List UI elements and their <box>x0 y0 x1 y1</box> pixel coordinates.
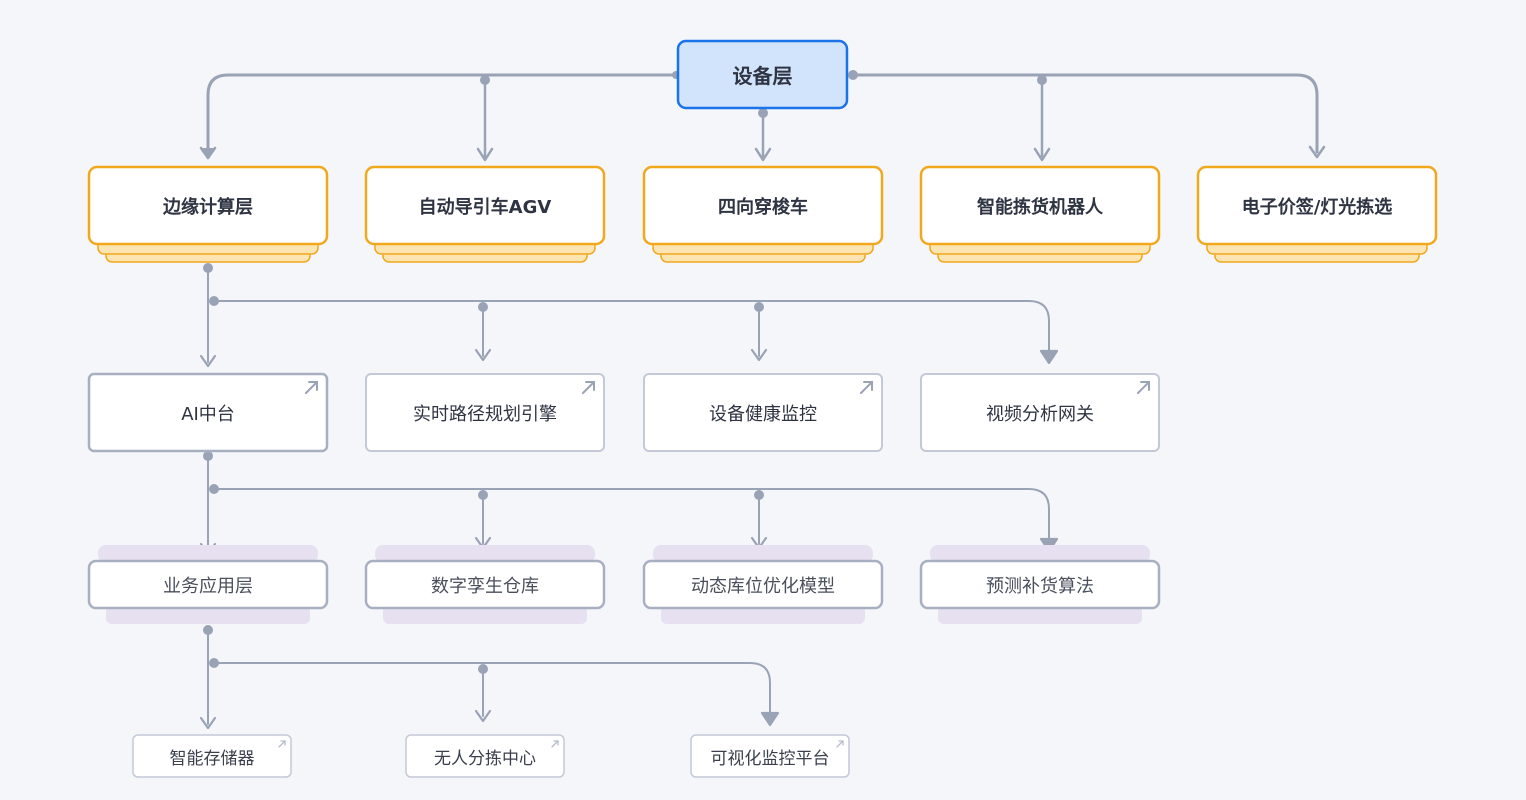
connector-arrowheads-root <box>199 145 1326 162</box>
root-node-label: 设备层 <box>732 64 793 88</box>
node-shuttle[interactable] <box>642 165 884 263</box>
external-link-icon <box>551 740 559 748</box>
node-label-health-monitor: 设备健康监控 <box>709 403 817 425</box>
level4-link-icons <box>278 740 844 748</box>
node-label-digital-twin: 数字孪生仓库 <box>431 575 539 597</box>
level4-nodes <box>132 734 850 778</box>
node-label-video-gateway: 视频分析网关 <box>986 403 1094 425</box>
level1-nodes <box>87 165 1438 263</box>
node-label-picking-robot: 智能拣货机器人 <box>977 196 1103 218</box>
connector-arrowheads-l4 <box>199 709 780 730</box>
external-link-icon <box>1137 381 1150 394</box>
connector-dots-l4 <box>203 625 488 674</box>
external-link-icon <box>305 381 318 394</box>
external-link-icon <box>836 740 844 748</box>
connector-arrowheads-l2 <box>199 348 1059 368</box>
node-replenishment[interactable] <box>919 545 1161 624</box>
connector-root-picker <box>851 73 1319 154</box>
node-label-route-engine: 实时路径规划引擎 <box>413 403 557 425</box>
external-link-icon <box>278 740 286 748</box>
node-label-sorting-center: 无人分拣中心 <box>434 748 536 769</box>
connector-arrowheads-l3 <box>199 536 1059 556</box>
node-video-gateway[interactable] <box>920 373 1160 452</box>
level2-nodes <box>87 372 1160 453</box>
external-link-icon <box>860 381 873 394</box>
node-label-smart-storage: 智能存储器 <box>169 748 255 769</box>
connector-dots-l3 <box>203 451 764 500</box>
node-business-app[interactable] <box>87 545 329 624</box>
node-slotting-model[interactable] <box>642 545 884 624</box>
node-sorting-center[interactable] <box>405 734 565 778</box>
node-agv[interactable] <box>364 165 606 263</box>
node-label-edge-computing: 边缘计算层 <box>163 196 253 218</box>
level3-nodes <box>87 545 1161 624</box>
node-picking-robot[interactable] <box>919 165 1161 263</box>
node-pick-to-light[interactable] <box>1196 165 1438 263</box>
node-label-replenishment: 预测补货算法 <box>986 575 1094 597</box>
connectors-root <box>206 73 1319 158</box>
root-node-box[interactable] <box>676 39 849 110</box>
node-health-monitor[interactable] <box>643 373 883 452</box>
connectors-l2 <box>207 267 1050 363</box>
connector-dots-l2 <box>203 263 764 312</box>
node-route-engine[interactable] <box>365 373 605 452</box>
external-link-icon <box>582 381 595 394</box>
node-label-shuttle: 四向穿梭车 <box>718 196 808 218</box>
node-ai-platform[interactable] <box>87 372 329 453</box>
node-label-ai-platform: AI中台 <box>181 403 235 425</box>
node-digital-twin[interactable] <box>364 545 606 624</box>
connectors-l4 <box>207 629 771 725</box>
node-smart-storage[interactable] <box>132 734 292 778</box>
node-label-slotting-model: 动态库位优化模型 <box>691 575 835 597</box>
connector-root-edge <box>206 73 680 152</box>
node-edge-computing[interactable] <box>87 165 329 263</box>
node-label-agv: 自动导引车AGV <box>418 196 552 218</box>
node-label-business-app: 业务应用层 <box>163 575 253 597</box>
node-visual-monitor[interactable] <box>690 734 850 778</box>
node-label-pick-to-light: 电子价签/灯光拣选 <box>1241 196 1393 218</box>
connectors-l3 <box>207 455 1050 551</box>
node-label-visual-monitor: 可视化监控平台 <box>710 748 830 769</box>
level2-link-icons <box>305 381 1150 394</box>
